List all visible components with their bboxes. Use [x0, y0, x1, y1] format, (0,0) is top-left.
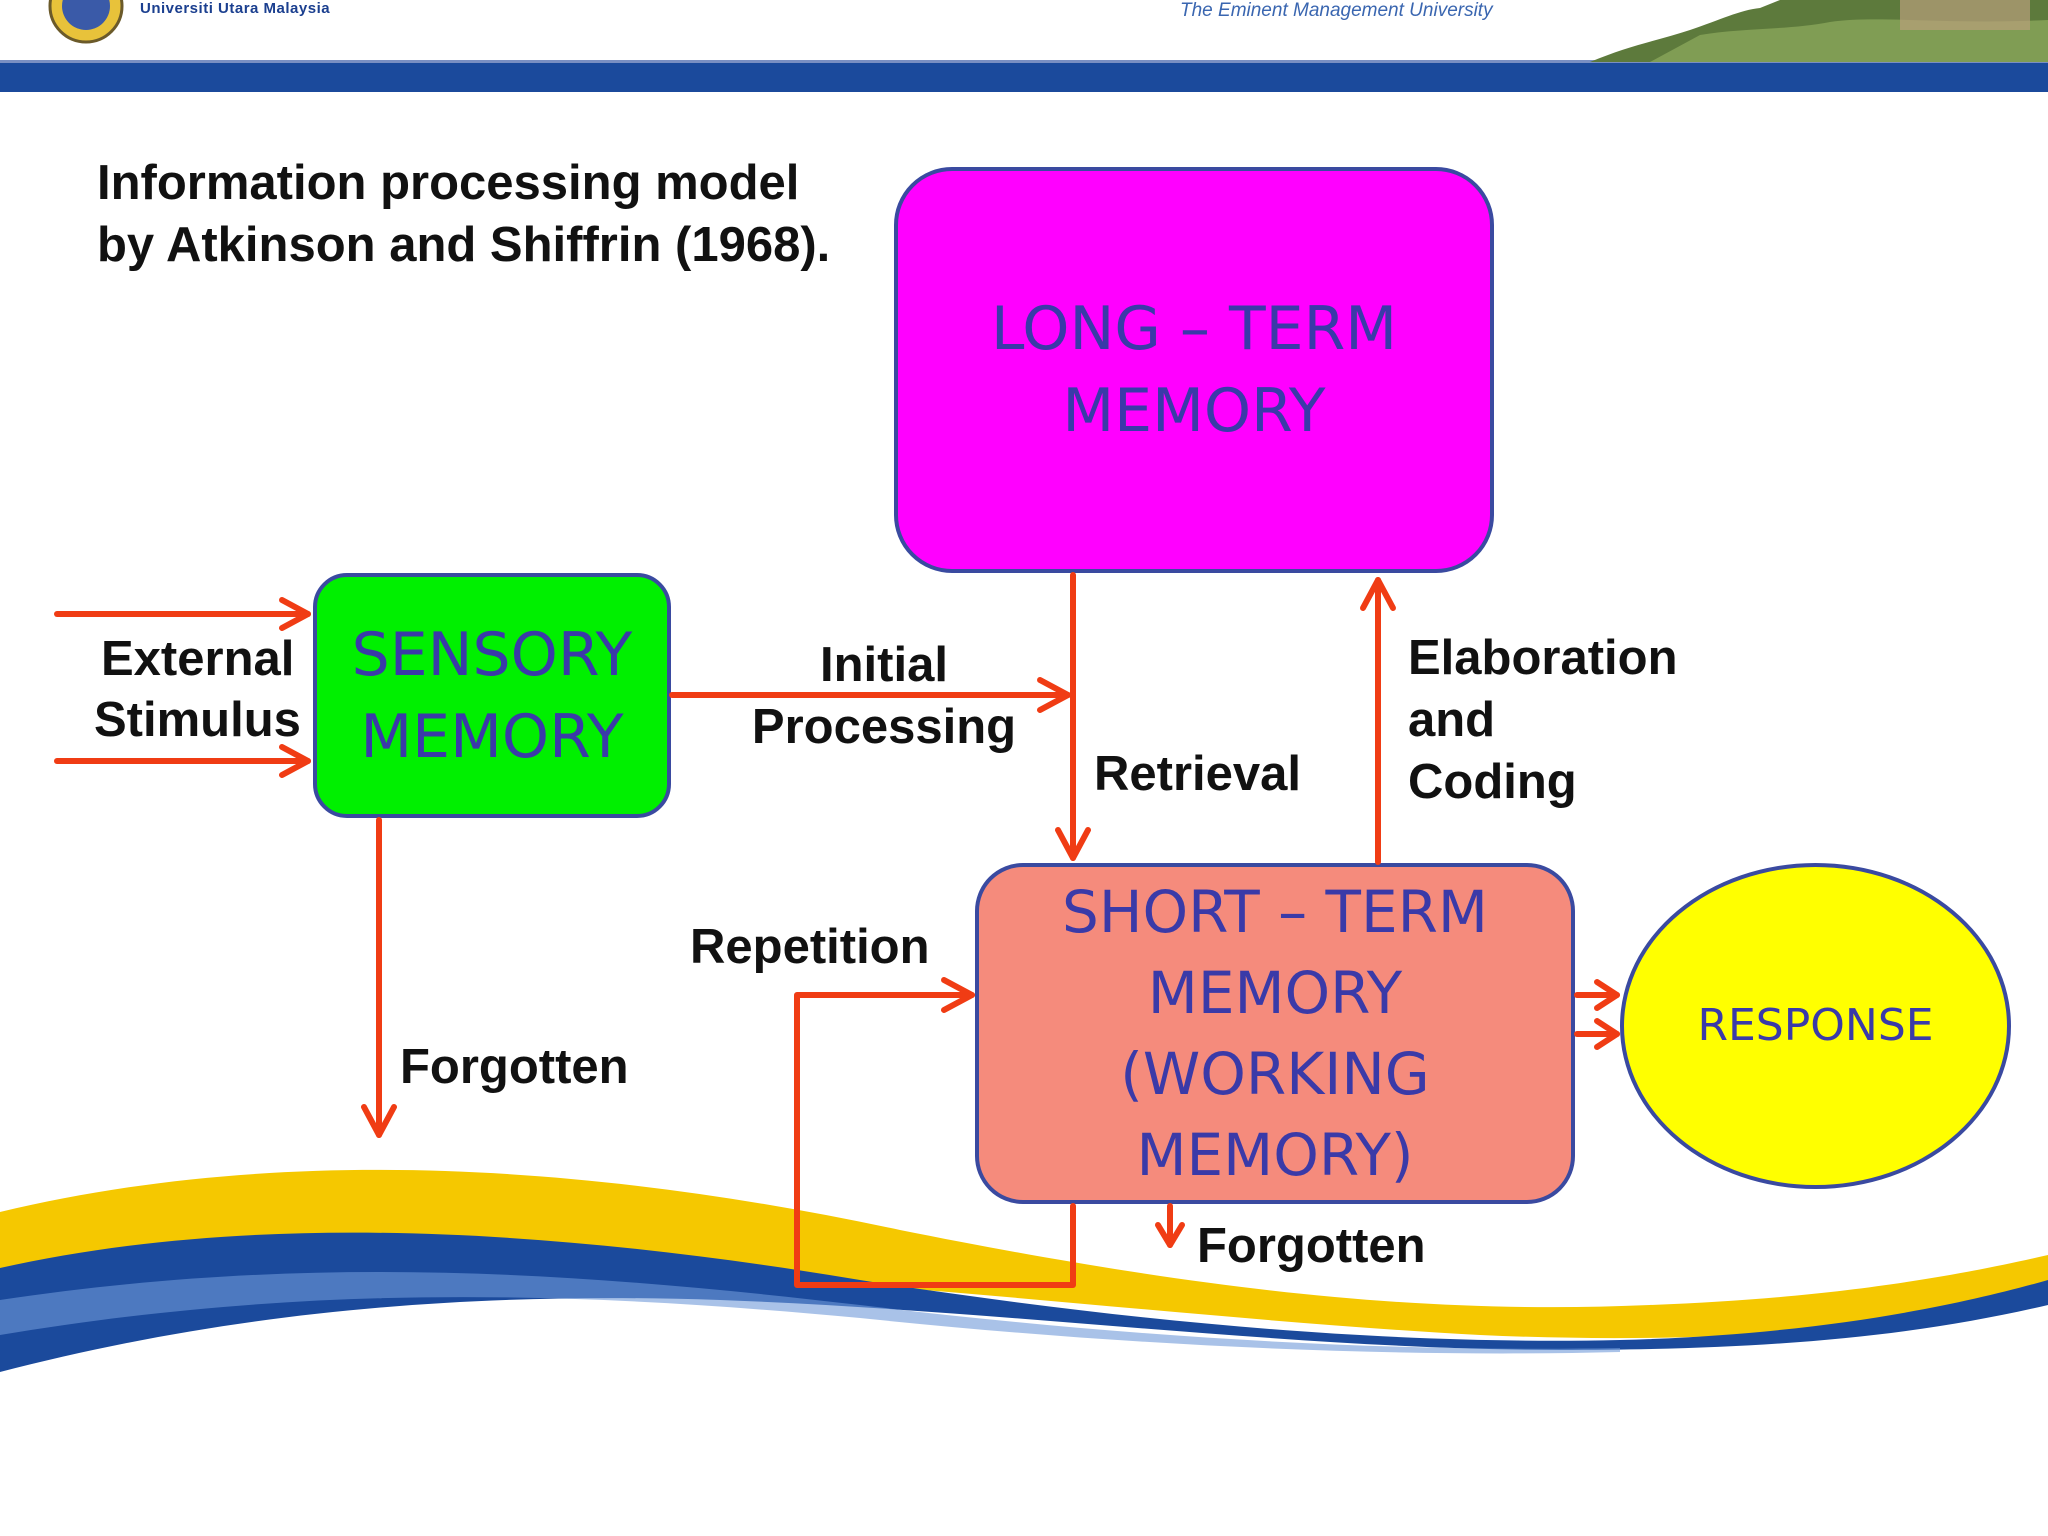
header-band: [0, 62, 2048, 92]
university-name: Universiti Utara Malaysia: [140, 0, 331, 17]
stimulus-label: Stimulus: [94, 693, 301, 747]
stm-forgotten-arrow-head: [1155, 1222, 1185, 1248]
short-term-memory-box: SHORT – TERM MEMORY (WORKING MEMORY): [975, 863, 1575, 1204]
retrieval-arrow-head: [1055, 827, 1091, 861]
sensory-memory-line-2: MEMORY: [360, 701, 624, 772]
light-blue-wave: [0, 1272, 1620, 1354]
repetition-label: Repetition: [690, 920, 930, 974]
stm-forgotten-label: Forgotten: [1197, 1219, 1426, 1273]
processing-label: Processing: [751, 700, 1017, 754]
short-term-memory-line-4: MEMORY): [1136, 1120, 1414, 1189]
header-band-edge: [0, 60, 2048, 63]
sensory-memory-line-1: SENSORY: [351, 619, 633, 690]
short-term-memory-line-2: MEMORY: [1147, 958, 1403, 1027]
external-label: External: [101, 632, 295, 686]
sensory-forgotten-label: Forgotten: [400, 1040, 629, 1094]
long-term-memory-line-1: LONG – TERM: [990, 294, 1398, 364]
sensory-forgotten-arrow-head: [361, 1104, 397, 1138]
elaboration-arrow-head: [1360, 577, 1396, 611]
response-arrow-bottom-head: [1594, 1018, 1620, 1050]
title-line-2: by Atkinson and Shiffrin (1968).: [97, 218, 831, 272]
retrieval-label: Retrieval: [1094, 747, 1302, 801]
yellow-wave: [0, 1169, 2048, 1339]
sensory-memory-box: SENSORY MEMORY: [313, 573, 671, 818]
response-arrow-top-head: [1594, 979, 1620, 1011]
repetition-loop: [794, 992, 1076, 1288]
initial-processing-arrow-head: [1037, 677, 1071, 713]
response-label: RESPONSE: [1697, 1000, 1934, 1051]
repetition-loop-head: [941, 977, 975, 1013]
long-term-memory-box: LONG – TERM MEMORY: [894, 167, 1494, 573]
elaboration-label: Elaboration: [1408, 631, 1678, 685]
blue-wave: [0, 1232, 2048, 1372]
short-term-memory-line-1: SHORT – TERM: [1062, 877, 1488, 946]
title-line-1: Information processing model: [97, 156, 800, 210]
stimulus-arrow-bottom-head: [279, 744, 311, 778]
university-logo: [48, 0, 124, 44]
long-term-memory-line-2: MEMORY: [1062, 376, 1326, 446]
university-tagline: The Eminent Management University: [1180, 0, 1493, 21]
response-ellipse: RESPONSE: [1620, 863, 2011, 1189]
short-term-memory-line-3: (WORKING: [1120, 1039, 1430, 1108]
initial-label: Initial: [820, 638, 948, 692]
stimulus-arrow-top-head: [279, 597, 311, 631]
slide-title: Information processing model by Atkinson…: [97, 152, 917, 276]
and-label: and: [1408, 693, 1496, 747]
coding-label: Coding: [1408, 755, 1577, 809]
